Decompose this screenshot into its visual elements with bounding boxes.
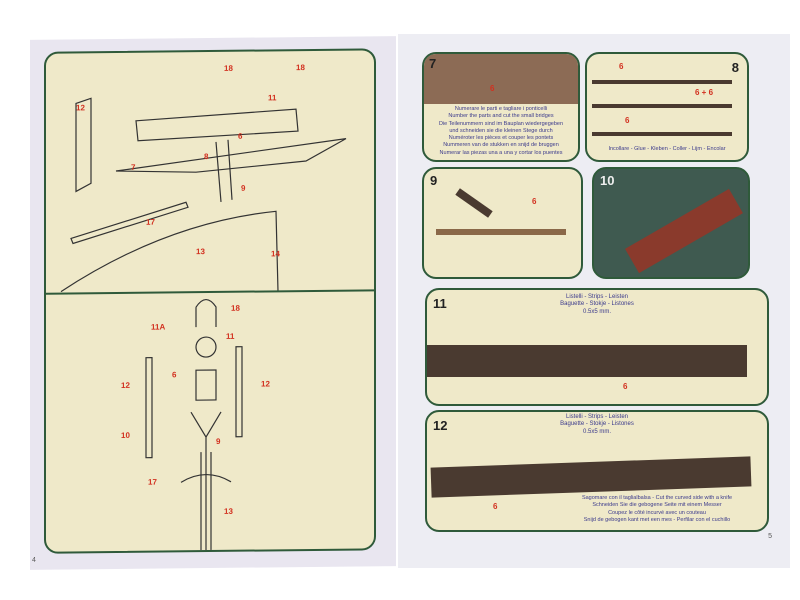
part-label: 10: [121, 430, 130, 440]
page-number: 5: [768, 533, 772, 540]
step-number: 8: [731, 60, 739, 75]
caption-line: Numerar las piezas una a una y cortar lo…: [439, 149, 563, 156]
step-number: 12: [433, 418, 448, 433]
step-9-panel: 9 6: [422, 167, 583, 279]
part-label: 9: [241, 183, 246, 193]
part-label: 7: [131, 162, 136, 172]
caption-line: 0.5x5 mm.: [582, 428, 611, 435]
step-number: 11: [433, 296, 447, 311]
caption-line: 0.5x5 mm.: [582, 308, 611, 315]
caption-line: Snijd de gebogen kant met een mes - Perf…: [583, 516, 731, 523]
part-label: 6: [172, 370, 177, 380]
step-12-panel: 12 Listelli - Strips - Leisten Baguette …: [425, 410, 769, 532]
part-label: 6 + 6: [695, 88, 714, 97]
part-label: 18: [224, 63, 233, 73]
caption-line: Coupez le côté incurvé avec un couteau: [608, 509, 706, 516]
caption-line: Numéroter les pièces et couper les ponte…: [448, 135, 554, 142]
part-label: 12: [261, 379, 270, 389]
step-number: 9: [430, 173, 438, 188]
part-label: 17: [146, 217, 155, 227]
part-label: 6: [493, 502, 498, 511]
part-label: 9: [216, 436, 221, 446]
caption-line: Listelli - Strips - Leisten: [565, 294, 629, 300]
part-label: 11: [268, 93, 277, 103]
left-page: 18 18 11 12 6 7 8 9 17 13 14 18 11A 11 6…: [30, 36, 396, 570]
caption-line: Number the parts and cut the small bridg…: [448, 113, 554, 120]
part-label: 18: [231, 303, 240, 313]
step-11-panel: 11 Listelli - Strips - Leisten Baguette …: [425, 288, 769, 406]
step-8-panel: 8 6 6 + 6 6 Incollare - Glue - Kleben - …: [585, 52, 749, 162]
caption-line: Die Teilenummern sind im Bauplan wiederg…: [438, 120, 564, 127]
caption-line: Numerare le parti e tagliare i ponticell…: [454, 106, 548, 112]
part-label: 6: [619, 62, 624, 71]
part-label: 11A: [151, 322, 166, 332]
part-label: 11: [226, 331, 235, 341]
caption-line: und schneiden sie die kleinen Stege durc…: [449, 127, 553, 134]
part-label: 18: [296, 63, 305, 73]
part-label: 12: [76, 103, 85, 113]
part-label: 8: [204, 152, 209, 162]
part-label: 14: [271, 249, 280, 259]
caption-line: Incollare - Glue - Kleben - Coller - Lij…: [608, 146, 726, 152]
part-label: 13: [196, 247, 205, 257]
caption-line: Schneiden Sie die gebogene Seite mit ein…: [592, 502, 722, 509]
part-label: 13: [224, 506, 233, 516]
left-diagram-panel: 18 18 11 12 6 7 8 9 17 13 14 18 11A 11 6…: [44, 48, 376, 554]
caption-line: Baguette - Stokje - Listones: [560, 421, 634, 428]
assembly-diagram: [46, 97, 374, 552]
part-label: 6: [623, 382, 628, 391]
step-10-panel: 10: [592, 167, 750, 279]
step-number: 7: [429, 56, 437, 71]
step-7-panel: 7 6 Numerare le parti e tagliare i ponti…: [422, 52, 580, 162]
caption-line: Nummeren van de stukken en snijd de brug…: [443, 142, 559, 149]
step-number: 10: [600, 173, 615, 188]
right-page: 7 6 Numerare le parti e tagliare i ponti…: [398, 34, 790, 568]
caption-line: Sagomare con il taglialbalsa - Cut the c…: [581, 495, 733, 501]
part-label: 6: [238, 131, 243, 141]
part-label: 12: [121, 380, 130, 390]
page-number: 4: [32, 556, 36, 564]
part-label: 6: [625, 116, 630, 125]
caption-line: Baguette - Stokje - Listones: [560, 301, 634, 308]
part-label: 6: [532, 197, 537, 206]
part-label: 6: [490, 84, 495, 93]
caption-line: Listelli - Strips - Leisten: [565, 414, 629, 420]
part-label: 17: [148, 477, 157, 487]
